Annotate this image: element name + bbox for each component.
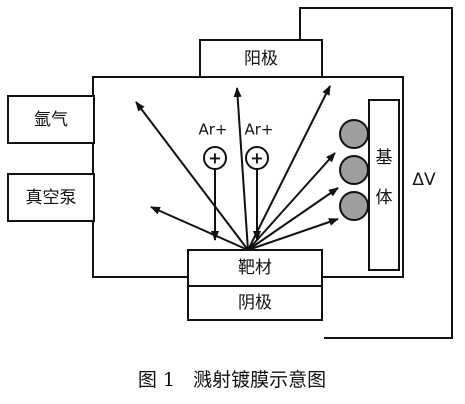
- trajectory-arrow: [247, 187, 339, 251]
- argon-inlet-box: [7, 95, 95, 144]
- argon-ion-1: Ar+ +: [199, 121, 228, 241]
- figure-caption: 图 1 溅射镀膜示意图: [138, 369, 326, 391]
- substrate-holder: [368, 99, 400, 271]
- vacuum-pump-label: 真空泵: [26, 188, 77, 208]
- ion-label: Ar+: [199, 121, 228, 139]
- cathode-box: [187, 285, 323, 321]
- sputter-trajectories: [135, 85, 339, 251]
- power-supply-wire: [299, 7, 453, 339]
- anode-box: [199, 39, 323, 78]
- target-label: 靶材: [238, 258, 272, 278]
- trajectory-arrow: [135, 101, 249, 251]
- ion-label: Ar+: [245, 121, 274, 139]
- substrate-label-char-1: 基: [376, 148, 393, 168]
- argon-label: 氩气: [34, 110, 68, 130]
- trajectory-arrow: [247, 85, 331, 251]
- anode-label: 阳极: [244, 49, 278, 69]
- substrate-particle: [339, 191, 369, 221]
- substrate-particle: [339, 155, 369, 185]
- trajectory-arrow: [233, 87, 249, 251]
- substrate-particle: [339, 119, 369, 149]
- trajectory-arrow: [150, 206, 249, 251]
- trajectory-arrow: [247, 218, 339, 251]
- vacuum-pump-box: [7, 173, 95, 222]
- trajectory-arrow: [247, 152, 336, 251]
- voltage-label: ΔV: [412, 170, 436, 190]
- ion-plus-sign: +: [250, 149, 263, 168]
- substrate-label-char-2: 体: [376, 188, 393, 208]
- ion-plus-sign: +: [208, 149, 221, 168]
- cathode-label: 阴极: [238, 293, 272, 313]
- argon-ion-2: Ar+ +: [245, 121, 274, 241]
